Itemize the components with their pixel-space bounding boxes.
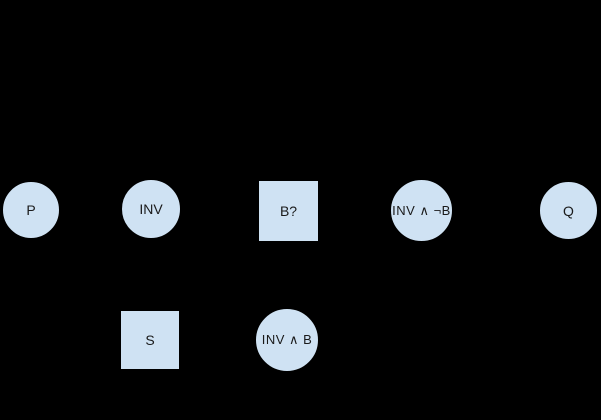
- node-b-test-label: B?: [279, 203, 298, 219]
- node-q-circle: Q: [539, 181, 598, 240]
- node-s-square: S: [120, 310, 180, 370]
- node-s-label: S: [145, 332, 155, 348]
- node-inv-and-b-circle: INV ∧ B: [255, 308, 319, 372]
- node-p-label: P: [26, 202, 36, 218]
- node-inv-and-not-b-label: INV ∧ ¬B: [392, 202, 451, 218]
- node-q-label: Q: [563, 202, 574, 219]
- node-inv-circle: INV: [121, 179, 181, 239]
- node-inv-label: INV: [139, 201, 163, 217]
- node-inv-and-b-label: INV ∧ B: [261, 332, 313, 347]
- node-p-circle: P: [2, 181, 60, 239]
- node-b-test-square: B?: [258, 180, 319, 242]
- node-inv-and-not-b-circle: INV ∧ ¬B: [390, 179, 453, 242]
